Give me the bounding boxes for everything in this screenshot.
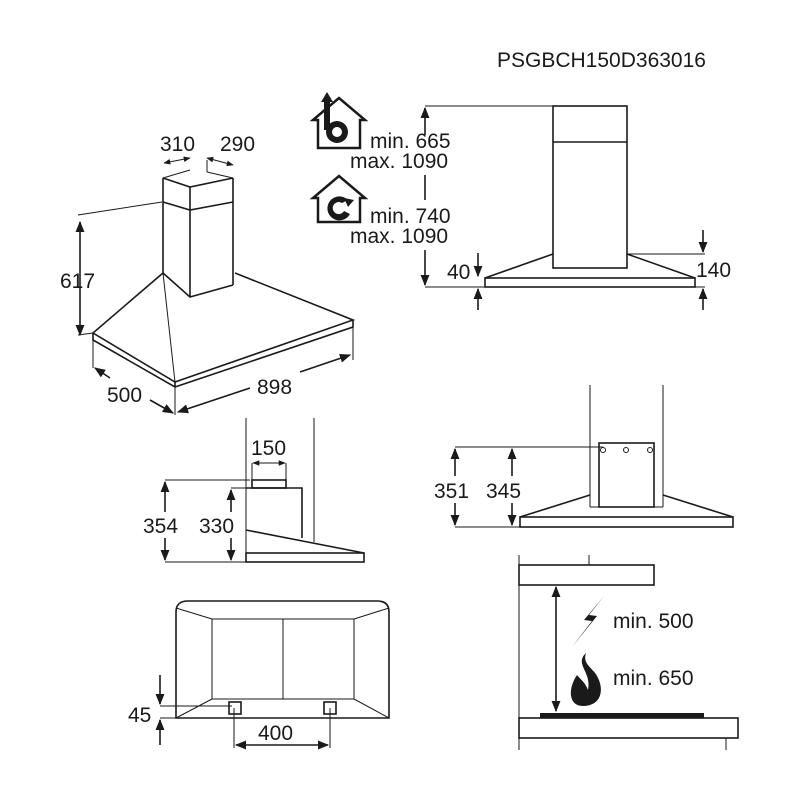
dim-bracket-outer: 351 bbox=[434, 480, 469, 503]
dim-outlet-width: 150 bbox=[251, 437, 286, 460]
electric-min: min. 500 bbox=[613, 610, 694, 633]
dim-canopy-edge: 40 bbox=[447, 261, 470, 284]
house-fan-recirculation-icon bbox=[309, 174, 369, 224]
dim-canopy-top: 140 bbox=[696, 259, 731, 282]
dim-chimney-width: 310 bbox=[160, 133, 195, 156]
front-bracket-view: 351 345 bbox=[434, 385, 734, 528]
ducted-max: max. 1090 bbox=[350, 150, 448, 173]
recirc-max: max. 1090 bbox=[350, 225, 448, 248]
dim-hole-spacing: 400 bbox=[258, 722, 293, 745]
elevation-view: 40 140 bbox=[420, 105, 731, 310]
gas-min: min. 650 bbox=[613, 667, 694, 690]
lightning-icon bbox=[572, 596, 604, 647]
dim-bracket-inner: 345 bbox=[486, 480, 521, 503]
dim-edge-offset: 45 bbox=[128, 704, 151, 727]
dim-width: 898 bbox=[257, 376, 292, 399]
clearance-view: min. 500 min. 650 bbox=[518, 555, 739, 750]
dim-depth: 500 bbox=[107, 384, 142, 407]
perspective-view: 310 290 617 500 898 bbox=[60, 133, 356, 415]
dim-canopy-height: 617 bbox=[60, 270, 95, 293]
house-fan-extraction-icon bbox=[309, 92, 369, 150]
dim-body-height: 330 bbox=[199, 515, 234, 538]
dim-chimney-depth: 290 bbox=[220, 133, 255, 156]
side-view: 150 354 330 bbox=[143, 418, 365, 563]
dim-total-height: 354 bbox=[143, 515, 178, 538]
recirc-min: min. 740 bbox=[370, 205, 451, 228]
ducted-min: min. 665 bbox=[370, 130, 451, 153]
model-code: PSGBCH150D363016 bbox=[497, 49, 706, 72]
flame-icon bbox=[570, 653, 601, 706]
plan-view: 45 400 bbox=[128, 600, 390, 750]
